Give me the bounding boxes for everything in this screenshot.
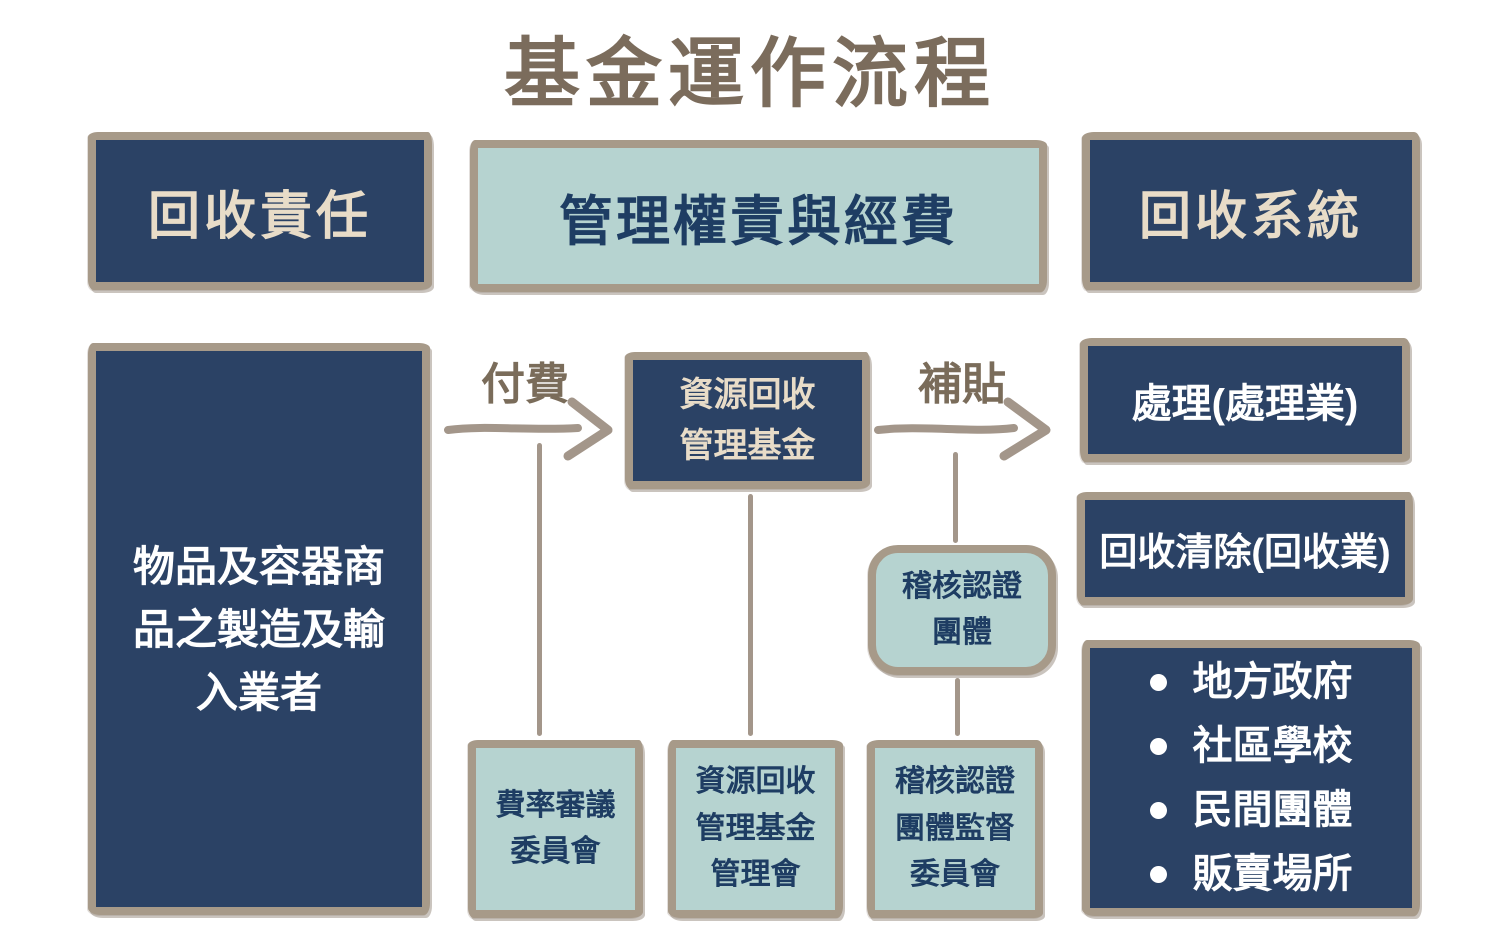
committee-line: 管理基金 xyxy=(695,811,816,845)
committee-line: 委員會 xyxy=(910,858,1000,892)
producer-line: 物品及容器商 xyxy=(132,542,385,590)
bullet-icon xyxy=(1149,737,1167,755)
audit-supervision-committee-box: 稽核認證 團體監督 委員會 xyxy=(867,740,1043,918)
committee-line: 團體監督 xyxy=(895,811,1015,845)
list-item: 民間團體 xyxy=(1149,786,1353,834)
collection-box: 回收清除(回收業) xyxy=(1077,492,1413,605)
header-label: 回收系統 xyxy=(1138,187,1363,246)
bullet-icon xyxy=(1149,801,1167,819)
organization-label: 民間團體 xyxy=(1192,788,1353,832)
subsidy-label: 補貼 xyxy=(918,360,1006,409)
header-recycling-system: 回收系統 xyxy=(1082,132,1420,290)
connector-line-audit-bottom xyxy=(955,678,960,736)
bullet-icon xyxy=(1149,673,1167,691)
header-label: 回收責任 xyxy=(147,187,372,246)
list-item: 地方政府 xyxy=(1149,658,1353,706)
fund-box: 資源回收 管理基金 xyxy=(625,352,870,489)
payment-arrow-right-icon xyxy=(444,397,613,461)
treatment-label: 處理(處理業) xyxy=(1131,382,1359,426)
bullet-icon xyxy=(1149,865,1167,883)
audit-group-box: 稽核認證 團體 xyxy=(868,545,1056,675)
organizations-list: 地方政府 社區學校 民間團體 販賣場所 xyxy=(1149,658,1353,898)
connector-line-audit-top xyxy=(953,452,958,543)
fund-management-committee-box: 資源回收 管理基金 管理會 xyxy=(668,740,843,918)
fund-line: 管理基金 xyxy=(679,426,816,465)
organization-label: 販賣場所 xyxy=(1192,852,1353,896)
producer-line: 入業者 xyxy=(195,668,322,716)
producer-box: 物品及容器商 品之製造及輸 入業者 xyxy=(88,343,430,915)
header-label: 管理權責與經費 xyxy=(559,191,958,252)
treatment-box: 處理(處理業) xyxy=(1080,338,1410,462)
fee-review-committee-box: 費率審議 委員會 xyxy=(468,740,643,918)
committee-line: 管理會 xyxy=(710,858,801,892)
committee-line: 稽核認證 xyxy=(895,765,1015,799)
list-item: 社區學校 xyxy=(1149,722,1353,770)
header-recycling-responsibility: 回收責任 xyxy=(88,132,432,290)
page-title: 基金運作流程 xyxy=(504,32,996,117)
audit-group-line: 團體 xyxy=(932,616,992,649)
header-management-authority-funding: 管理權責與經費 xyxy=(470,140,1047,292)
committee-line: 資源回收 xyxy=(695,765,816,799)
pay-label: 付費 xyxy=(481,360,569,409)
connector-line-fee xyxy=(537,443,542,736)
list-item: 販賣場所 xyxy=(1149,850,1353,898)
collection-label: 回收清除(回收業) xyxy=(1099,532,1391,574)
fund-line: 資源回收 xyxy=(679,375,816,414)
subsidy-arrow-right-icon xyxy=(874,397,1051,461)
committee-line: 委員會 xyxy=(510,835,601,868)
organizations-box: 地方政府 社區學校 民間團體 販賣場所 xyxy=(1082,640,1420,916)
connector-line-fund xyxy=(748,494,753,736)
organization-label: 地方政府 xyxy=(1192,660,1353,704)
committee-line: 費率審議 xyxy=(495,788,616,822)
organization-label: 社區學校 xyxy=(1192,724,1353,768)
audit-group-line: 稽核認證 xyxy=(902,569,1022,603)
producer-line: 品之製造及輸 xyxy=(132,605,385,653)
